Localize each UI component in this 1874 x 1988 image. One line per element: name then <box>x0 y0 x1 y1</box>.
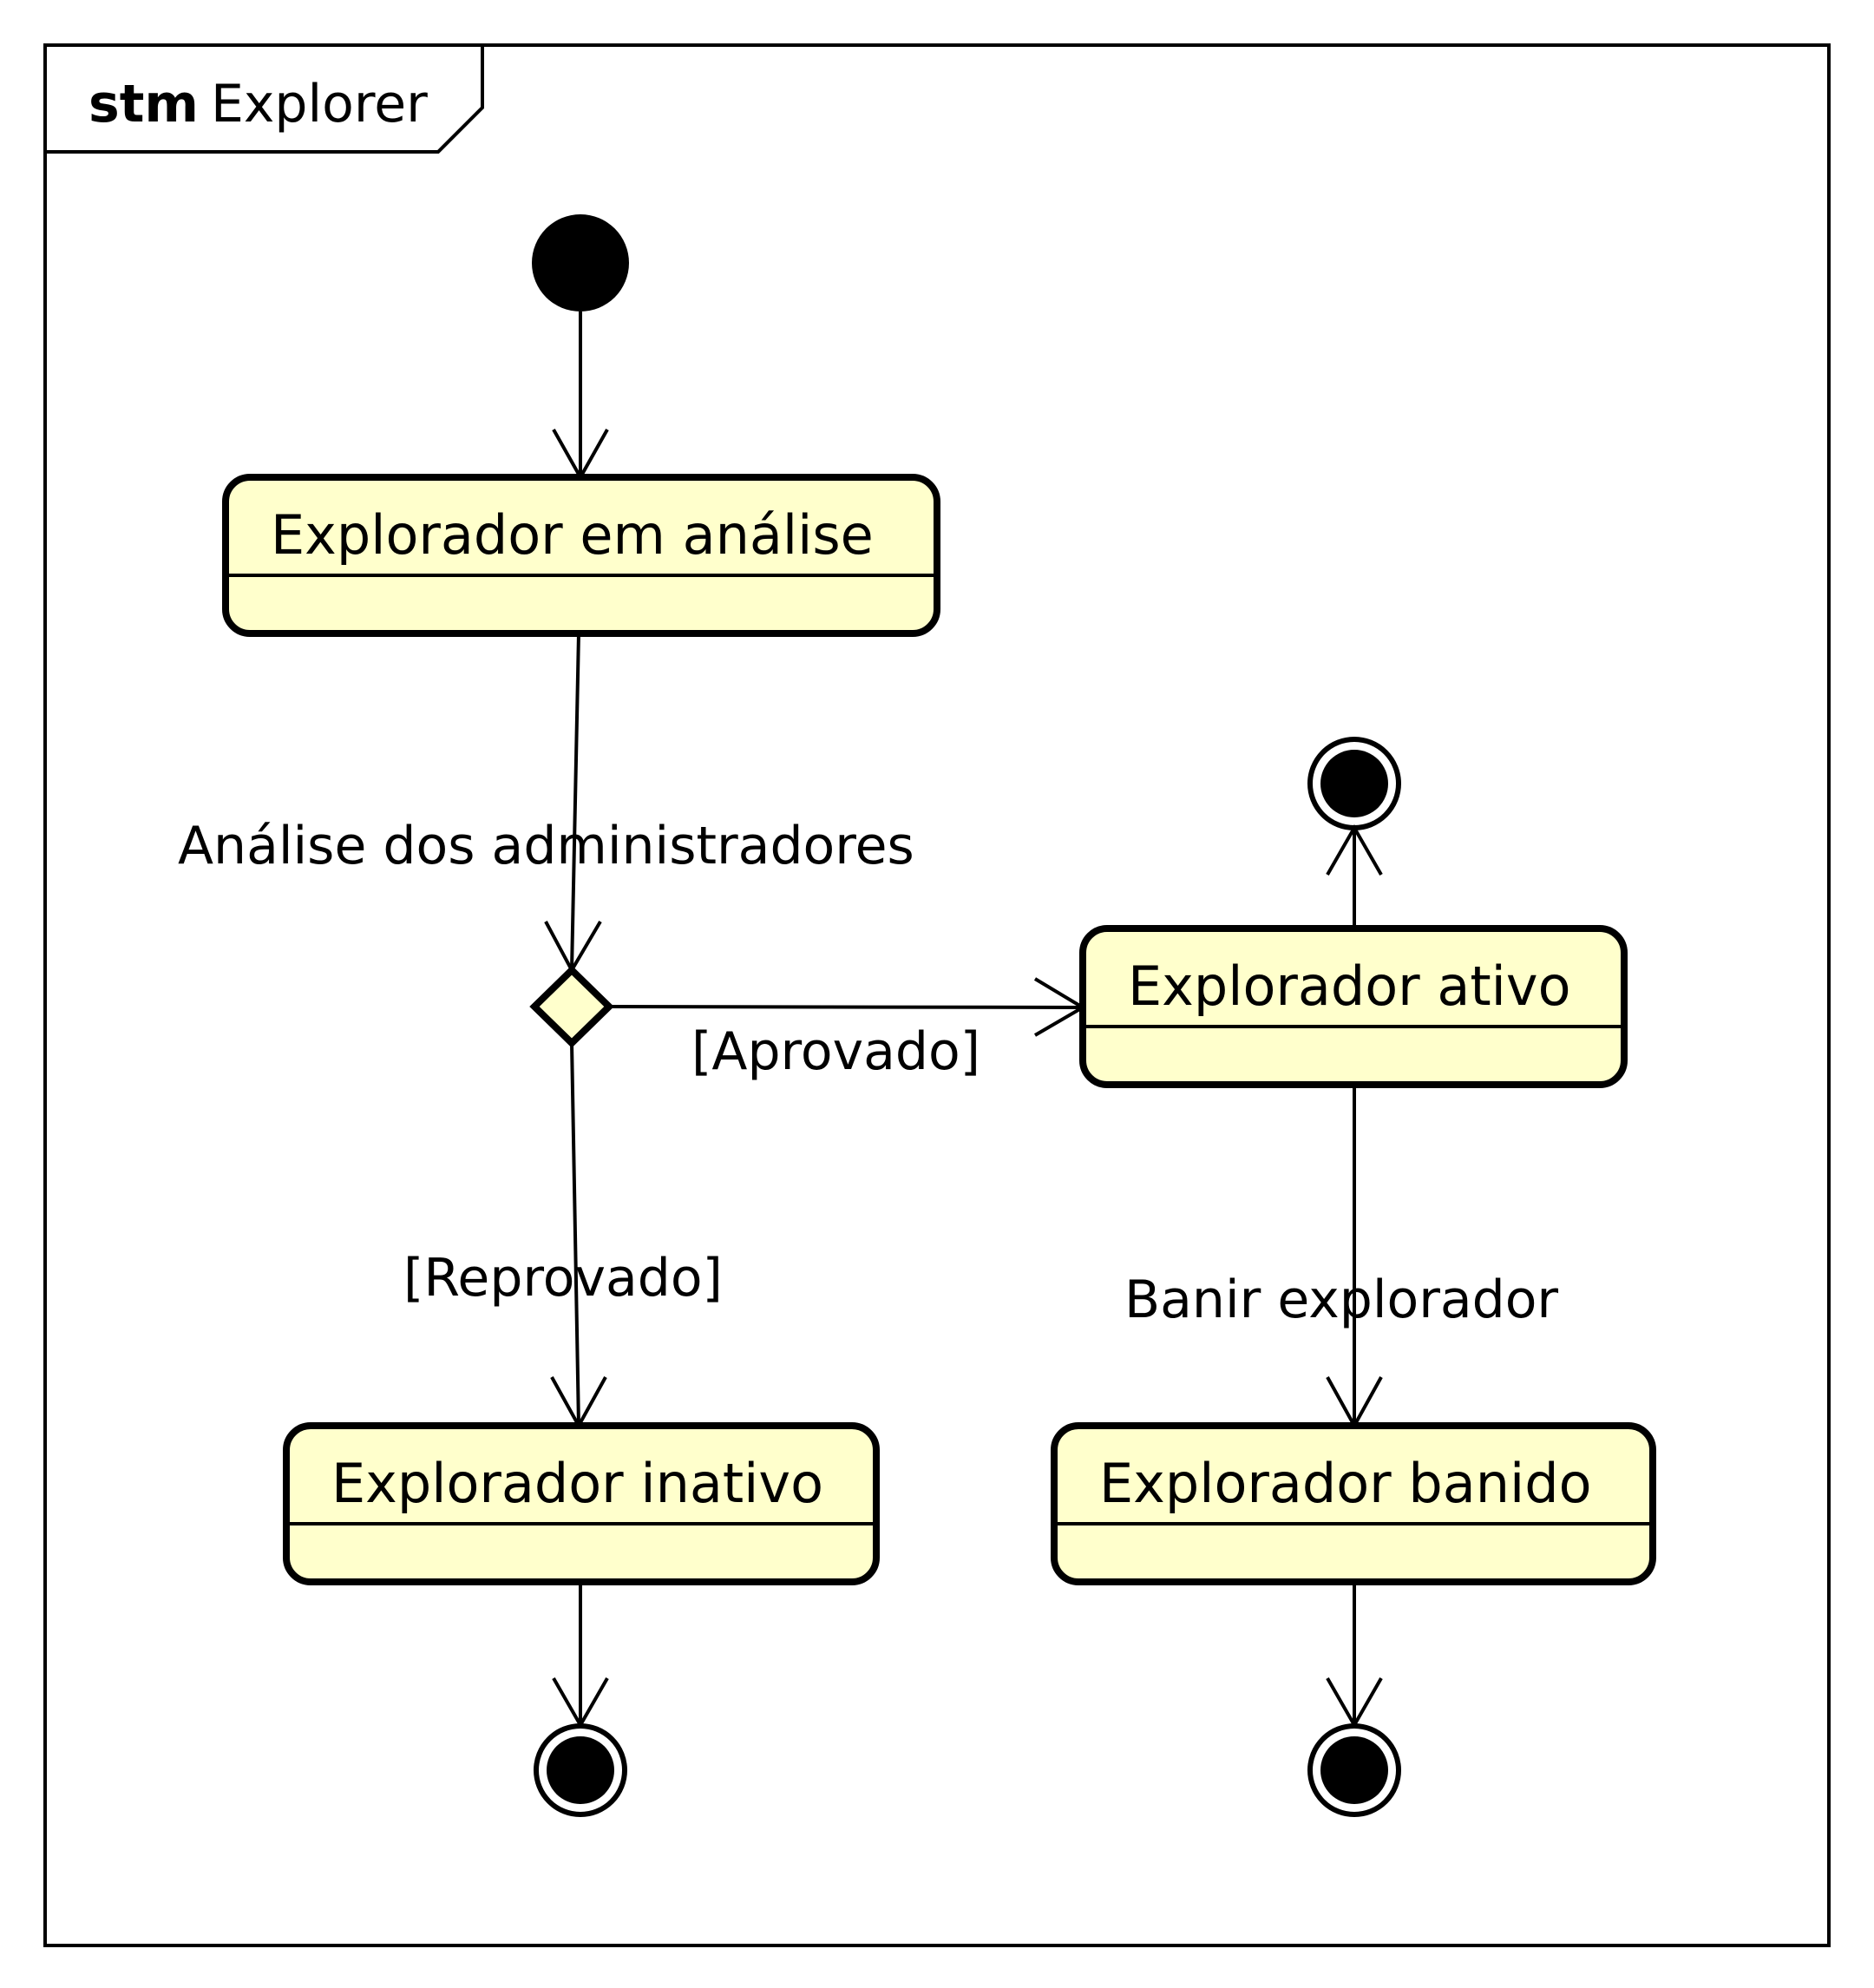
state-label: Explorador inativo <box>331 1452 823 1515</box>
initial-node[interactable] <box>532 214 629 312</box>
transition-label-banir: Banir explorador <box>1124 1270 1558 1330</box>
arrowhead <box>1326 823 1383 876</box>
state-label: Explorador banido <box>1099 1452 1592 1515</box>
state-explorador-em-analise[interactable]: Explorador em análise <box>222 474 940 637</box>
state-explorador-inativo[interactable]: Explorador inativo <box>283 1422 880 1585</box>
final-node-core <box>1320 750 1388 817</box>
state-label: Explorador ativo <box>1128 955 1571 1018</box>
final-node-inativo[interactable] <box>534 1723 627 1817</box>
final-node-core <box>1320 1736 1388 1804</box>
state-explorador-banido[interactable]: Explorador banido <box>1051 1422 1656 1585</box>
final-node-banido[interactable] <box>1307 1723 1401 1817</box>
state-box <box>222 474 940 637</box>
frame-tab <box>45 45 484 154</box>
state-label: Explorador em análise <box>271 503 874 567</box>
final-node-ativo[interactable] <box>1307 737 1401 830</box>
frame-keyword: stm <box>88 74 199 135</box>
transition-analise-to-decision[interactable] <box>570 633 580 971</box>
frame-border <box>43 43 1831 1947</box>
transition-decision-to-inativo[interactable] <box>570 1042 580 1427</box>
diagram-frame: stm Explorer <box>43 43 1831 1947</box>
state-explorador-ativo[interactable]: Explorador ativo <box>1079 925 1628 1088</box>
decision-node[interactable] <box>529 965 614 1048</box>
transition-label-analise: Análise dos administradores <box>178 816 914 876</box>
frame-name: Explorer <box>211 74 428 135</box>
transition-label-reprovado: [Reprovado] <box>403 1248 723 1309</box>
transition-label-aprovado: [Aprovado] <box>691 1021 980 1082</box>
final-node-core <box>547 1736 614 1804</box>
